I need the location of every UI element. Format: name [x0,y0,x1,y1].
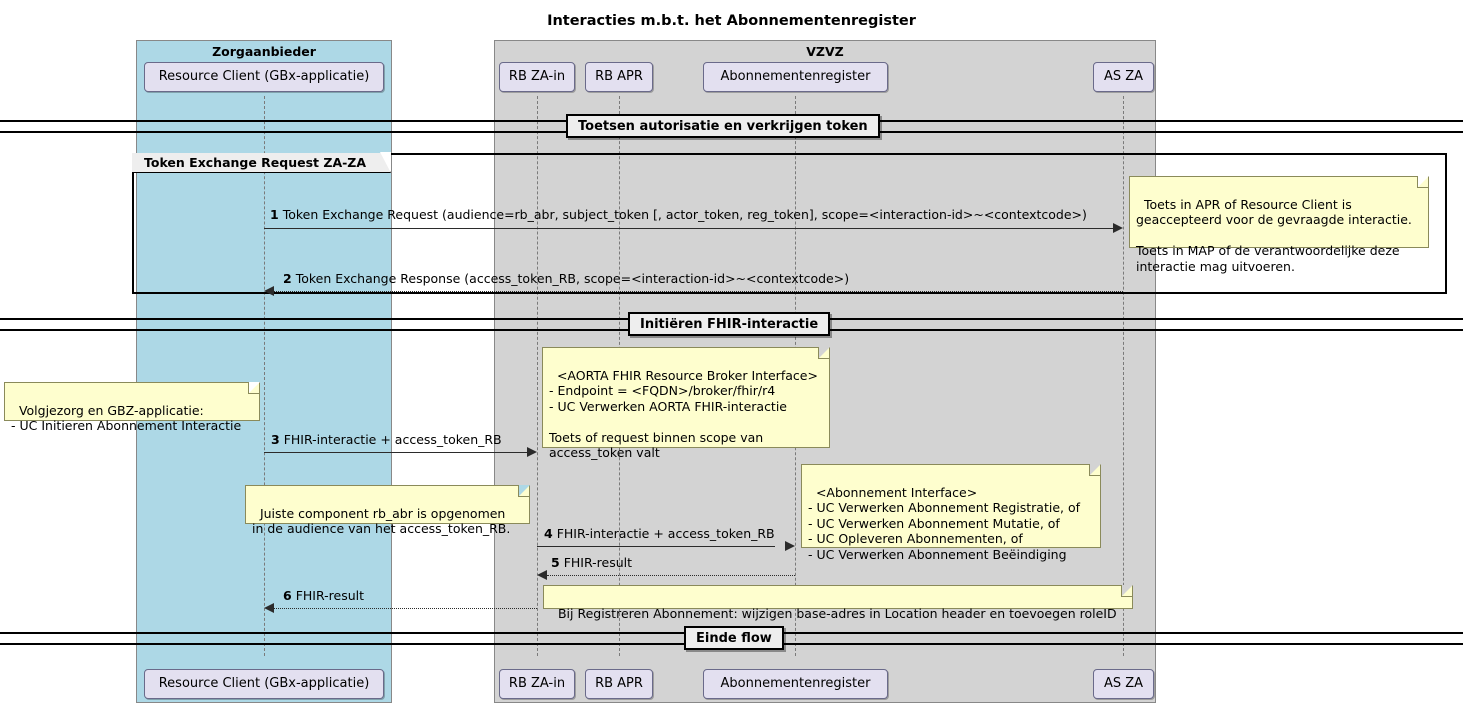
participant-rb-za-in-top[interactable]: RB ZA-in [499,62,575,92]
note-juiste-component-rb-abr: Juiste component rb_abr is opgenomen in … [245,485,530,536]
message-5-label: 5 FHIR-result [551,556,632,570]
message-1-line [264,228,1113,229]
note-fold-icon [1089,465,1100,476]
group-frame-token-exchange [132,153,1447,294]
note-abonnement-interface: <Abonnement Interface> - UC Verwerken Ab… [801,464,1101,562]
participant-resource-client-bottom[interactable]: Resource Client (GBx-applicatie) [144,669,384,699]
participant-as-za-top[interactable]: AS ZA [1093,62,1154,92]
message-3-arrowhead [527,447,537,457]
message-6-line [274,608,537,609]
message-2-text: Token Exchange Response (access_token_RB… [295,271,850,286]
message-1-text: Token Exchange Request (audience=rb_abr,… [282,207,1087,222]
divider-initieren-fhir-interactie: Initiëren FHIR-interactie [628,312,831,336]
message-2-number: 2 [283,271,292,286]
participant-abonnementenregister-bottom[interactable]: Abonnementenregister [703,669,888,699]
message-2-line [274,291,1123,292]
message-5-number: 5 [551,555,560,570]
message-1-label: 1 Token Exchange Request (audience=rb_ab… [270,208,1087,222]
participant-rb-apr-top[interactable]: RB APR [585,62,653,92]
note-fold-icon [1121,586,1132,597]
participant-resource-client-top[interactable]: Resource Client (GBx-applicatie) [144,62,384,92]
message-4-line [537,546,775,547]
message-6-text: FHIR-result [295,588,365,603]
note-aorta-fhir-resource-broker: <AORTA FHIR Resource Broker Interface> -… [542,347,830,460]
participant-rb-za-in-bottom[interactable]: RB ZA-in [499,669,575,699]
note-fold-icon [1417,177,1428,188]
lifeline-as-za [1123,96,1124,656]
lifeline-rb-za-in [537,96,538,656]
divider-toetsen-autorisatie: Toetsen autorisatie en verkrijgen token [566,114,880,138]
group-frame-label: Token Exchange Request ZA-ZA [132,152,392,173]
message-5-arrowhead [537,570,547,580]
note-toets-apr-map: Toets in APR of Resource Client is geacc… [1129,176,1429,274]
group-title-zorgaanbieder: Zorgaanbieder [212,44,316,59]
group-title-vzvz: VZVZ [806,44,844,59]
message-6-arrowhead [264,603,274,613]
participant-as-za-bottom[interactable]: AS ZA [1093,669,1154,699]
message-4-label: 4 FHIR-interactie + access_token_RB [544,527,775,541]
message-6-label: 6 FHIR-result [283,589,364,603]
diagram-title: Interacties m.b.t. het Abonnementenregis… [547,13,916,29]
note-fold-icon [518,486,529,497]
message-1-number: 1 [270,207,279,222]
message-4-text: FHIR-interactie + access_token_RB [556,526,775,541]
note-fold-icon [818,348,829,359]
message-4-arrowhead [785,541,795,551]
note-bij-registreren-abonnement: Bij Registreren Abonnement: wijzigen bas… [543,585,1133,621]
message-2-arrowhead [264,286,274,296]
divider-einde-flow: Einde flow [684,626,784,650]
message-6-number: 6 [283,588,292,603]
message-5-text: FHIR-result [563,555,633,570]
message-1-arrowhead [1113,223,1123,233]
message-4-number: 4 [544,526,553,541]
note-volgjezorg-gbz: Volgjezorg en GBZ-applicatie: - UC Initi… [4,382,260,433]
message-3-label: 3 FHIR-interactie + access_token_RB [271,433,502,447]
message-5-line [547,575,795,576]
note-fold-icon [248,383,259,394]
message-3-text: FHIR-interactie + access_token_RB [283,432,502,447]
lifeline-resource-client [264,96,265,656]
participant-rb-apr-bottom[interactable]: RB APR [585,669,653,699]
message-3-number: 3 [271,432,280,447]
message-3-line [264,452,527,453]
message-2-label: 2 Token Exchange Response (access_token_… [283,272,849,286]
participant-abonnementenregister-top[interactable]: Abonnementenregister [703,62,888,92]
